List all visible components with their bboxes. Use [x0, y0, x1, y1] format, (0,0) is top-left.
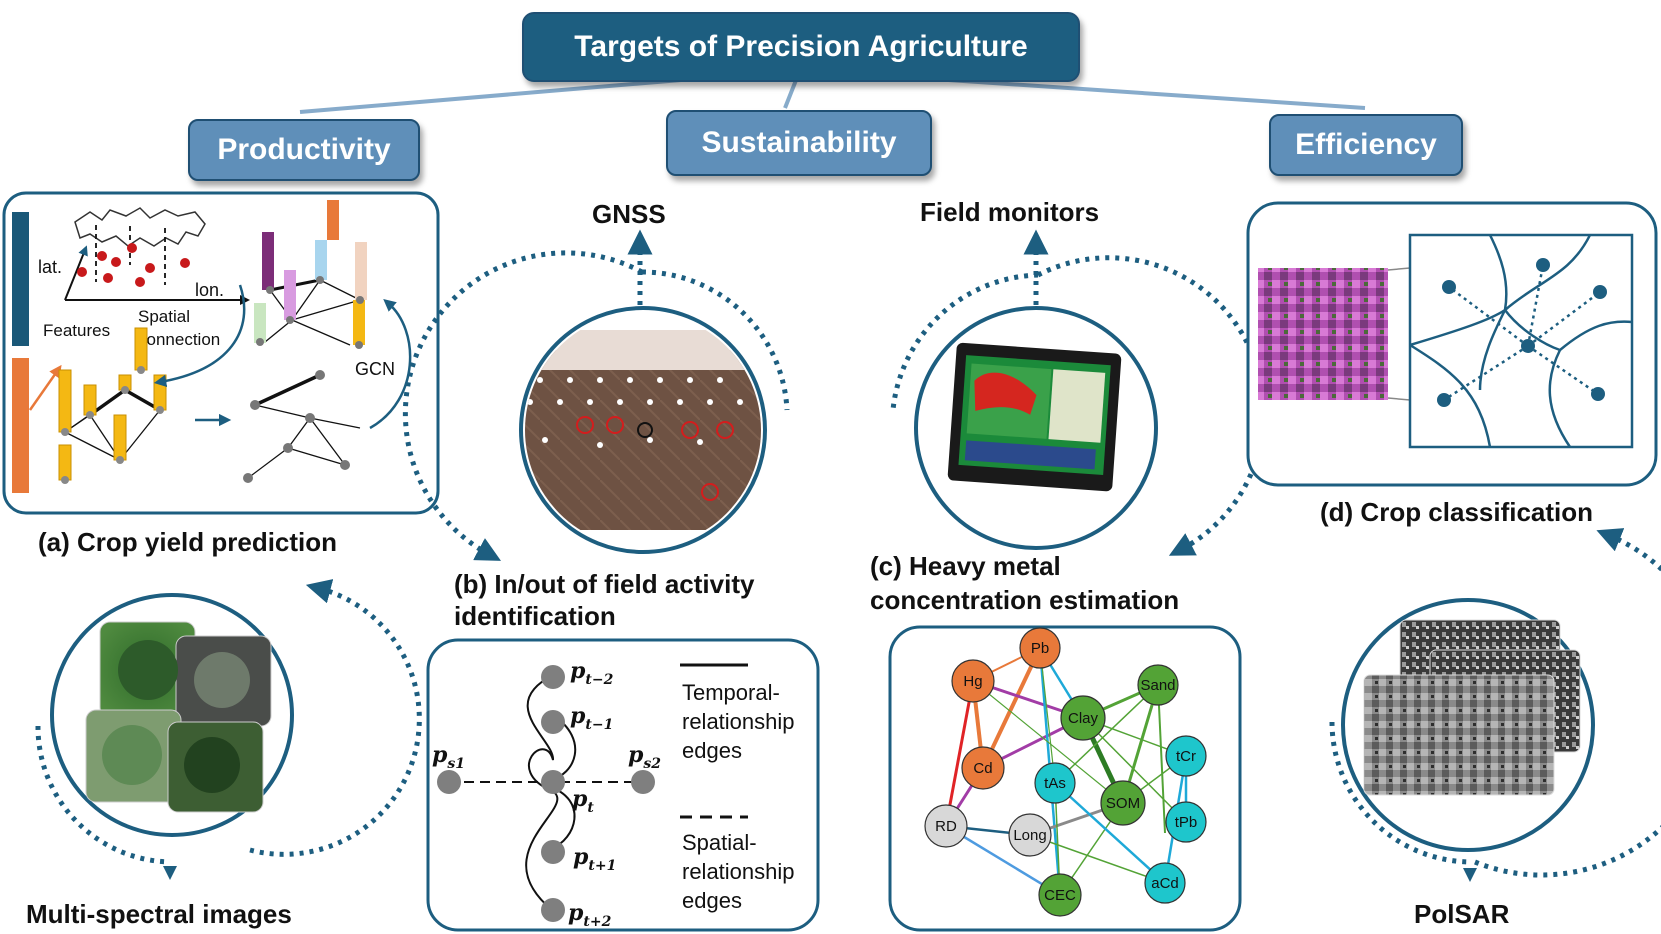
field-monitors-label: Field monitors: [920, 197, 1100, 227]
temporal-curve: [525, 674, 559, 911]
metal-graph-nodes: [924, 627, 1207, 917]
panel-a-crop-yield: lat. lon. Features Spatial connection GC…: [2, 191, 440, 515]
lon-label: lon.: [195, 280, 224, 300]
node-ps2: [631, 770, 655, 794]
panel-a-caption: (a) Crop yield prediction: [38, 527, 338, 557]
gcn-label: GCN: [355, 359, 395, 379]
pt-label: pt: [572, 786, 594, 816]
category-productivity: Productivity: [188, 119, 420, 181]
panel-d-classification: [1246, 201, 1661, 882]
node-tcr: [1165, 735, 1207, 777]
node-pt-plus-1: [541, 840, 565, 864]
sample-points: [77, 243, 190, 287]
pt-minus-1-label: pt−1: [570, 703, 613, 733]
curved-arrow-left: [153, 284, 246, 388]
multispectral-dotted-arrow-up: [249, 579, 422, 857]
curved-arrow-gcn: [369, 298, 412, 430]
node-som: [1100, 780, 1146, 826]
panel-b-frame: [426, 638, 820, 932]
diagram-title: Targets of Precision Agriculture: [522, 12, 1080, 82]
node-ps1: [437, 770, 461, 794]
pt-plus-2-label: pt+2: [568, 900, 612, 930]
label-tcr: tCr: [1176, 748, 1196, 765]
label-long: Long: [1013, 827, 1046, 844]
multispectral-dotted-left: [35, 725, 171, 865]
feature-bar-orange: [12, 358, 29, 493]
panel-b-caption-line1: (b) In/out of field activity: [454, 569, 755, 599]
polsar-label: PolSAR: [1414, 899, 1510, 929]
node-tas: [1034, 762, 1076, 804]
category-sustainability: Sustainability: [666, 110, 932, 176]
node-hg: [951, 659, 995, 703]
monitor-dotted-arc-right: [1036, 255, 1267, 556]
node-sand: [1137, 664, 1179, 706]
node-cd: [961, 746, 1005, 790]
panel-a-frame: [2, 191, 440, 515]
label-hg: Hg: [963, 673, 982, 690]
feature-bar-blue: [12, 212, 29, 346]
label-clay: Clay: [1068, 710, 1099, 727]
voronoi-cells: [1409, 234, 1633, 448]
connection-label: connection: [138, 330, 220, 349]
category-efficiency: Efficiency: [1269, 114, 1463, 176]
legend-temporal-3: edges: [682, 738, 742, 763]
node-acd: [1144, 862, 1186, 904]
lat-axis: [64, 245, 88, 301]
legend-temporal-1: Temporal-: [682, 680, 780, 705]
label-cec: CEC: [1044, 887, 1076, 904]
panel-b-gnss: pt−2 pt−1 pt pt+1 pt+2 ps1 ps2 Temporal-…: [402, 229, 820, 932]
polsar-arrowhead-down: [1463, 868, 1477, 882]
node-long: [1008, 813, 1052, 857]
ps2-label: ps2: [628, 742, 661, 772]
pole-graph-top: [254, 200, 367, 349]
metal-node-labels: Hg Pb Cd Clay Sand tAs SOM tCr tPb RD Lo…: [935, 640, 1197, 904]
orange-arrow: [28, 364, 62, 411]
label-rd: RD: [935, 818, 957, 835]
legend-spatial-3: edges: [682, 888, 742, 913]
pt-plus-1-label: pt+1: [573, 844, 616, 874]
multispectral-arrowhead-down: [163, 866, 177, 880]
ps1-label: ps1: [432, 742, 465, 772]
label-tas: tAs: [1044, 775, 1066, 792]
node-pb: [1019, 627, 1061, 669]
gnss-dotted-arc-left: [402, 250, 644, 561]
spatial-label: Spatial: [138, 307, 190, 326]
node-clay: [1060, 695, 1106, 741]
label-cd: Cd: [973, 760, 992, 777]
purple-satellite-image: [1258, 268, 1388, 400]
node-tpb: [1165, 801, 1207, 843]
plain-graph: [243, 370, 361, 483]
label-pb: Pb: [1031, 640, 1049, 657]
panel-c-monitors: Hg Pb Cd Clay Sand tAs SOM tCr tPb RD Lo…: [888, 229, 1267, 932]
node-pt-minus-1: [541, 710, 565, 734]
map-outline: [74, 207, 206, 247]
node-rd: [924, 804, 968, 848]
gnss-dotted-arc-right: [641, 269, 790, 411]
features-label: Features: [43, 321, 110, 340]
panel-c-caption-line1: (c) Heavy metal: [870, 551, 1061, 581]
panel-c-caption-line2: concentration estimation: [870, 585, 1180, 615]
node-pt-minus-2: [541, 665, 565, 689]
label-tpb: tPb: [1175, 814, 1198, 831]
label-sand: Sand: [1140, 677, 1175, 694]
node-pt-plus-2: [541, 898, 565, 922]
multispectral-circle: [35, 579, 422, 880]
lat-label: lat.: [38, 257, 62, 277]
legend-temporal-2: relationship: [682, 709, 795, 734]
legend-spatial-2: relationship: [682, 859, 795, 884]
panel-b-caption-line2: identification: [454, 601, 616, 631]
pt-minus-2-label: pt−2: [570, 658, 614, 688]
voronoi-links: [1443, 264, 1601, 402]
node-pt: [541, 770, 565, 794]
label-acd: aCd: [1151, 875, 1179, 892]
panel-d-caption: (d) Crop classification: [1320, 497, 1594, 527]
gnss-label: GNSS: [592, 199, 666, 229]
polsar-dotted-left: [1329, 721, 1471, 865]
legend-spatial-1: Spatial-: [682, 830, 757, 855]
node-cec: [1038, 873, 1082, 917]
label-som: SOM: [1106, 795, 1140, 812]
multispectral-label: Multi-spectral images: [26, 899, 292, 929]
